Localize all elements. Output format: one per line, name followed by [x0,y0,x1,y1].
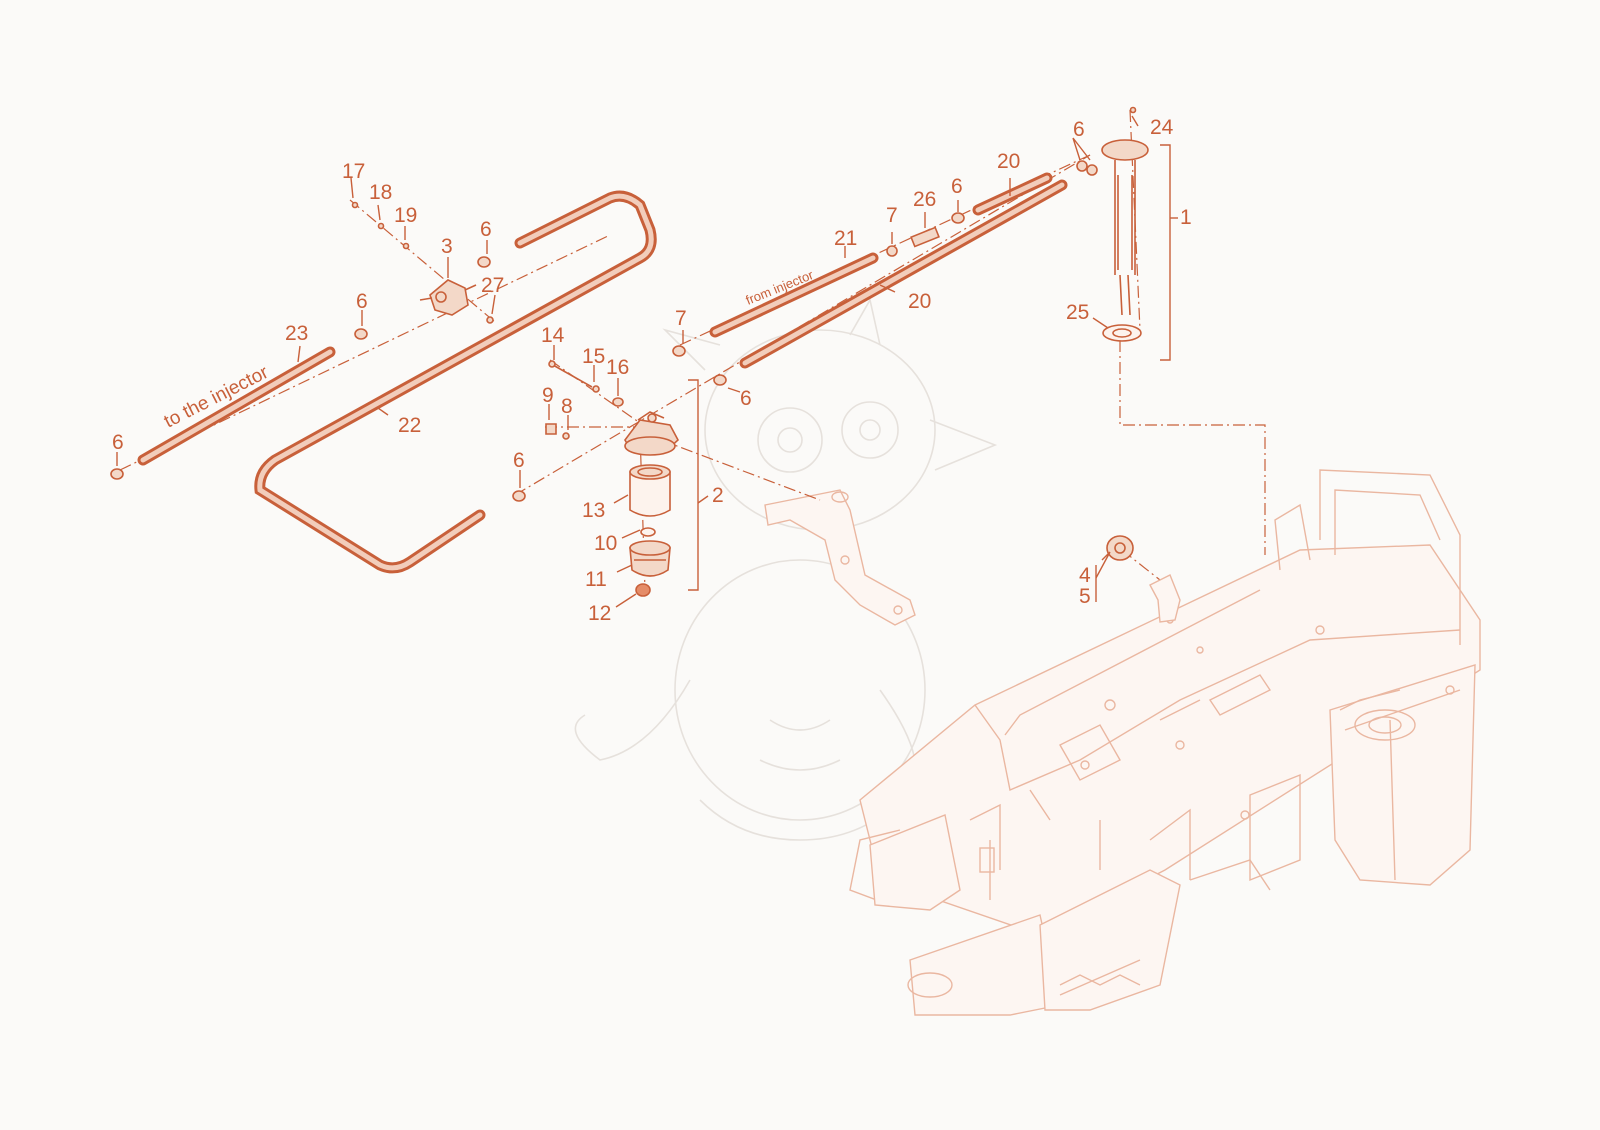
callout-12: 12 [588,602,611,625]
callout-6: 6 [480,218,492,241]
callout-13: 13 [582,499,605,522]
callout-6: 6 [356,290,368,313]
callout-8: 8 [561,395,573,418]
callout-24: 24 [1150,116,1174,139]
callout-14: 14 [541,324,565,347]
callout-10: 10 [594,532,617,555]
leader-lines [116,115,1178,608]
callout-18: 18 [369,181,392,204]
callout-6: 6 [740,387,752,410]
callout-26: 26 [913,188,936,211]
callout-20: 20 [997,150,1020,173]
machine-frame [849,469,1481,1016]
callout-11: 11 [585,568,607,591]
filter-bracket [764,489,916,626]
callout-25: 25 [1066,301,1089,324]
callout-19: 19 [394,204,417,227]
callout-1: 1 [1180,206,1192,229]
callout-4: 4 [1079,564,1091,587]
callout-6: 6 [951,175,963,198]
callout-15: 15 [582,345,605,368]
callout-23: 23 [285,322,308,345]
callout-20: 20 [908,290,931,313]
callout-7: 7 [675,307,687,330]
callout-9: 9 [542,384,554,407]
callout-7: 7 [886,204,898,227]
callout-17: 17 [342,160,365,183]
assembly-axes [119,109,1266,591]
callout-27: 27 [481,274,504,297]
callout-6: 6 [513,449,525,472]
callout-22: 22 [398,414,421,437]
callout-2: 2 [712,484,724,507]
callout-3: 3 [441,235,453,258]
callout-6: 6 [112,431,124,454]
hoses [137,172,1068,574]
callout-21: 21 [834,227,857,250]
callout-6: 6 [1073,118,1085,141]
callouts: 24 6 20 1 6 26 7 21 20 25 7 6 17 18 19 3… [112,116,1192,625]
parts [110,106,1181,623]
callout-16: 16 [606,356,629,379]
callout-5: 5 [1079,585,1091,608]
